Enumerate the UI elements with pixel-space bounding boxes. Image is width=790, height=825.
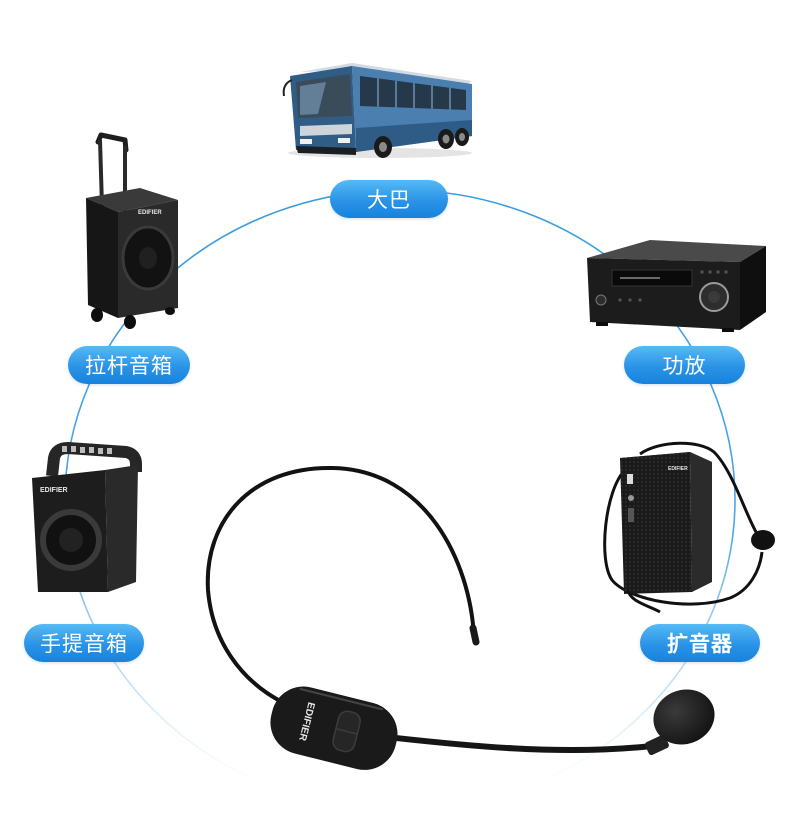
mic-windscreen [653,689,715,745]
amplifier-headset-wire [603,468,764,606]
bus-grille [300,124,352,136]
voice-amplifier-image: EDIFIER [603,441,775,614]
headset-boom [393,735,655,754]
receiver-top [587,240,766,262]
amplifier-mic-windscreen [751,530,775,550]
amplifier-headband [639,441,758,533]
trolley-handle-rod [98,139,104,207]
bus-headlight-left [300,139,312,144]
receiver-foot [722,328,734,332]
trolley-wheel [91,308,103,322]
amplifier-usb-port [627,474,633,484]
headset-control-box: EDIFIER [270,686,398,770]
handheld-speaker-side [105,465,138,592]
bus-wheels [374,128,469,158]
bus-image [282,63,472,158]
control-box-highlight [299,687,383,711]
bus-mirror [282,79,293,97]
label-trolley-speaker: 拉杆音箱 [68,346,190,384]
bus-bumper [296,146,356,155]
av-receiver-image [587,240,766,332]
trolley-speaker-logo: EDIFIER [138,210,162,216]
handheld-speaker-handle [46,442,142,477]
amplifier-switch [628,508,634,522]
trolley-speaker-image: EDIFIER [86,132,178,329]
label-bus: 大巴 [330,180,448,218]
receiver-buttons [618,270,728,302]
handheld-speaker-image: EDIFIER [32,442,142,592]
label-amplifier: 功放 [624,346,745,384]
handheld-speaker-logo: EDIFIER [40,487,68,494]
receiver-small-knob [595,294,607,306]
amplifier-cable [626,589,661,614]
headset-band-tip [469,624,480,646]
receiver-foot [596,322,608,326]
headset-microphone-image: EDIFIER [205,465,715,770]
receiver-side [740,246,766,330]
headset-band [205,465,476,704]
control-box-body [270,686,398,770]
mic-connector [645,734,669,756]
trolley-handle-grip [95,132,129,153]
amplifier-logo: EDIFIER [668,466,688,472]
trolley-wheel [124,315,136,329]
trolley-speaker-top [86,188,178,212]
amplifier-button [628,495,634,501]
bus-headlight-right [338,138,350,143]
amplifier-front [620,452,692,594]
trolley-speaker-side [86,198,118,318]
bus-windows [360,76,466,110]
trolley-foot [165,307,175,315]
amplifier-side [690,452,712,592]
bus-windshield-reflection [300,82,326,115]
label-handheld-speaker: 手提音箱 [24,624,144,662]
bus-window-dividers [377,78,451,110]
label-megaphone: 扩音器 [640,624,760,662]
handheld-speaker-keys [62,446,112,454]
